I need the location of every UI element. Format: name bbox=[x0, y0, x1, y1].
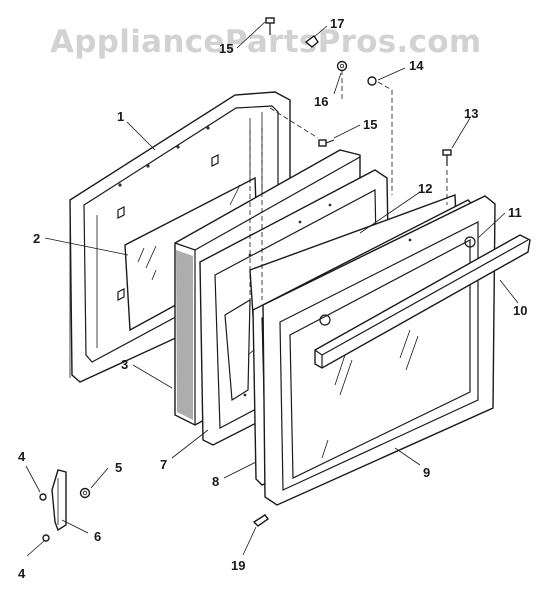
callout-5: 5 bbox=[115, 460, 122, 475]
leader-lines bbox=[25, 21, 519, 557]
callout-6: 6 bbox=[94, 529, 101, 544]
callout-10: 10 bbox=[513, 303, 527, 318]
part-15-screw-top bbox=[265, 17, 275, 35]
callout-15-mid: 15 bbox=[363, 117, 377, 132]
part-4-screws bbox=[39, 493, 50, 542]
callout-19: 19 bbox=[231, 558, 245, 573]
callout-4-lower: 4 bbox=[18, 566, 26, 581]
part-15-screw-mid bbox=[318, 139, 335, 147]
part-16-nut bbox=[336, 60, 348, 72]
callout-11: 11 bbox=[508, 205, 522, 220]
callout-12: 12 bbox=[418, 181, 432, 196]
part-10-door-handle bbox=[314, 234, 531, 369]
part-13-screw bbox=[442, 149, 452, 166]
callout-labels: 1 2 3 4 4 5 6 7 8 9 10 11 12 13 14 15 15… bbox=[18, 16, 527, 581]
callout-7: 7 bbox=[160, 457, 167, 472]
callout-1: 1 bbox=[117, 109, 124, 124]
callout-17: 17 bbox=[330, 16, 344, 31]
callout-2: 2 bbox=[33, 231, 40, 246]
callout-3: 3 bbox=[121, 357, 128, 372]
part-9-outer-door bbox=[262, 195, 496, 506]
watermark-text: AppliancePartsPros.com bbox=[50, 24, 482, 60]
callout-13: 13 bbox=[464, 106, 478, 121]
callout-9: 9 bbox=[423, 465, 430, 480]
assembly-guide-lines bbox=[249, 70, 448, 300]
callout-16: 16 bbox=[314, 94, 328, 109]
callout-14: 14 bbox=[409, 58, 424, 73]
part-14-washer bbox=[367, 76, 377, 86]
part-5-nut bbox=[79, 487, 91, 499]
part-6-hinge-bracket bbox=[51, 469, 67, 532]
part-17-clip bbox=[304, 34, 319, 48]
part-19-plug bbox=[252, 514, 269, 527]
callout-8: 8 bbox=[212, 474, 219, 489]
callout-15-top: 15 bbox=[219, 41, 233, 56]
callout-4-upper: 4 bbox=[18, 449, 26, 464]
